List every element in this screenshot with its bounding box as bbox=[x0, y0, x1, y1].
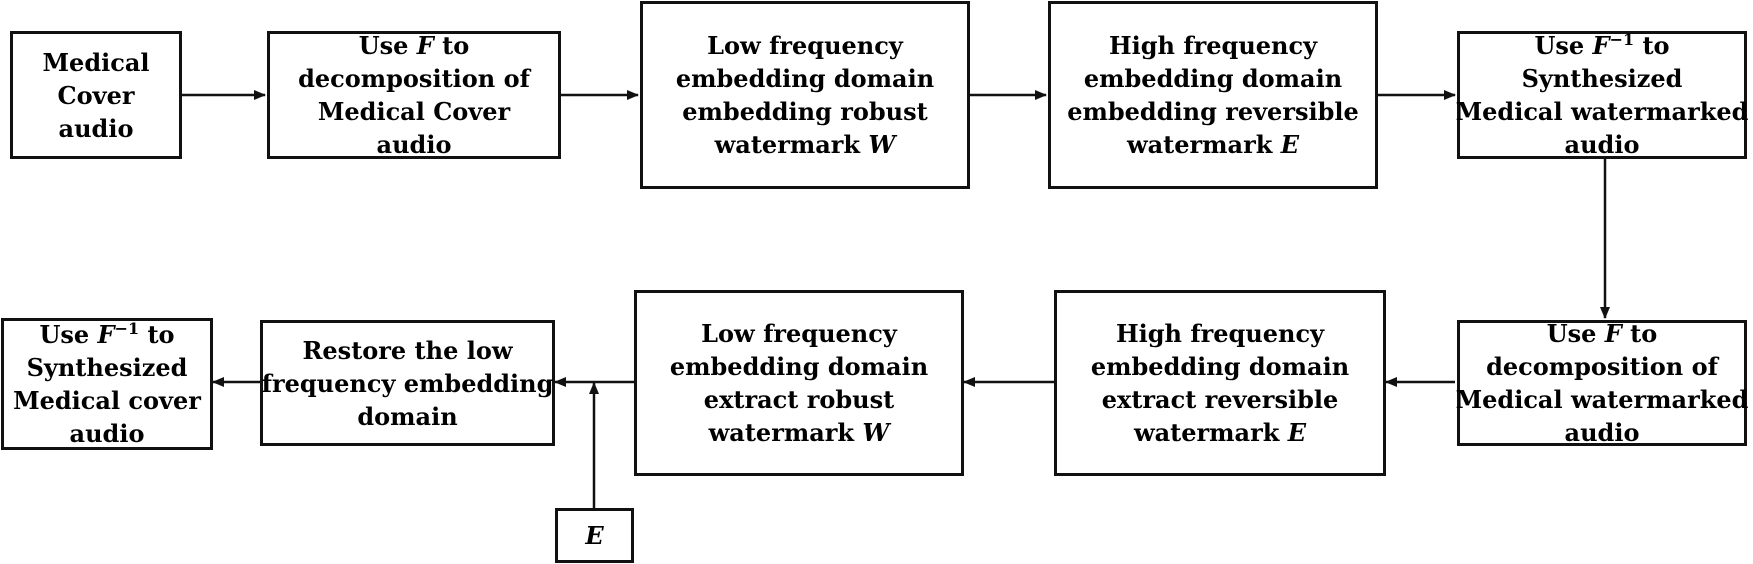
box-line-suffix: to bbox=[1634, 31, 1670, 60]
box-line: audio bbox=[69, 419, 145, 448]
inverse-transform-symbol: F bbox=[1592, 31, 1610, 60]
synthesize-watermarked-audio-box: Use F−1 to Synthesized Medical watermark… bbox=[1455, 29, 1749, 159]
box-line: embedding robust bbox=[682, 97, 928, 126]
medical-cover-audio-box: Medical Cover audio bbox=[10, 31, 182, 159]
low-frequency-embed-box: Low frequency embedding domain embedding… bbox=[640, 1, 970, 189]
box-line: watermark E bbox=[1127, 128, 1299, 161]
box-line: Medical Cover bbox=[317, 97, 511, 126]
transform-f-symbol: F bbox=[1604, 319, 1622, 348]
watermark-e-symbol: E bbox=[585, 521, 604, 550]
box-line-suffix: to bbox=[1621, 319, 1658, 348]
box-line: Low frequency bbox=[707, 31, 903, 60]
box-line: Synthesized bbox=[26, 353, 188, 382]
box-line: Use F−1 to bbox=[1534, 29, 1669, 62]
box-line-prefix: Use bbox=[39, 320, 98, 349]
box-line: audio bbox=[1564, 130, 1640, 159]
box-line: audio bbox=[58, 113, 134, 143]
box-line-prefix: watermark bbox=[708, 418, 863, 447]
box-line: Medical cover bbox=[13, 386, 201, 415]
box-line: extract reversible bbox=[1101, 385, 1339, 414]
decompose-cover-audio-box: Use F to decomposition of Medical Cover … bbox=[267, 31, 561, 159]
box-line: embedding reversible bbox=[1067, 97, 1359, 126]
box-line: decomposition of bbox=[1486, 352, 1718, 381]
box-line-prefix: watermark bbox=[714, 130, 869, 159]
box-line: embedding domain bbox=[675, 64, 935, 93]
box-line: E bbox=[585, 519, 603, 552]
box-line-prefix: Use bbox=[358, 31, 417, 60]
box-line: Cover bbox=[57, 80, 135, 110]
box-line: embedding domain bbox=[1083, 64, 1343, 93]
watermark-e-symbol: E bbox=[1287, 418, 1307, 447]
box-line: watermark E bbox=[1134, 416, 1306, 449]
synthesize-cover-audio-box: Use F−1 to Synthesized Medical cover aud… bbox=[1, 318, 213, 450]
transform-f-symbol: F bbox=[416, 31, 434, 60]
high-frequency-embed-box: High frequency embedding domain embeddin… bbox=[1048, 1, 1378, 189]
watermark-w-symbol: W bbox=[868, 130, 896, 159]
box-line: audio bbox=[376, 130, 452, 159]
box-line: Use F to bbox=[1547, 317, 1658, 350]
box-line: embedding domain bbox=[1090, 352, 1350, 381]
watermark-w-symbol: W bbox=[862, 418, 890, 447]
box-line: Use F to bbox=[359, 29, 470, 62]
box-line: extract robust bbox=[703, 385, 895, 414]
restore-low-frequency-box: Restore the low frequency embedding doma… bbox=[260, 320, 555, 446]
box-line: Medical watermarked bbox=[1455, 97, 1749, 126]
box-line: Use F−1 to bbox=[39, 318, 174, 351]
inverse-exponent: −1 bbox=[114, 319, 140, 338]
box-line: Medical watermarked bbox=[1455, 385, 1749, 414]
box-line: High frequency bbox=[1115, 319, 1325, 348]
box-line: decomposition of bbox=[298, 64, 530, 93]
box-line-prefix: Use bbox=[1534, 31, 1593, 60]
box-line: Restore the low bbox=[302, 335, 513, 365]
box-line-prefix: Use bbox=[1546, 319, 1605, 348]
low-frequency-extract-box: Low frequency embedding domain extract r… bbox=[634, 290, 964, 476]
box-line: Synthesized bbox=[1521, 64, 1683, 93]
box-line: Low frequency bbox=[701, 319, 897, 348]
box-line: frequency embedding bbox=[261, 368, 554, 398]
e-input-box: E bbox=[555, 508, 634, 563]
box-line: watermark W bbox=[709, 416, 890, 449]
high-frequency-extract-box: High frequency embedding domain extract … bbox=[1054, 290, 1386, 476]
box-line: watermark W bbox=[715, 128, 896, 161]
inverse-exponent: −1 bbox=[1609, 30, 1635, 49]
box-line-prefix: watermark bbox=[1133, 418, 1288, 447]
inverse-transform-symbol: F bbox=[97, 320, 115, 349]
watermark-e-symbol: E bbox=[1280, 130, 1300, 159]
box-line: embedding domain bbox=[669, 352, 929, 381]
box-line-suffix: to bbox=[139, 320, 175, 349]
box-line: audio bbox=[1564, 418, 1640, 447]
box-line: High frequency bbox=[1108, 31, 1318, 60]
decompose-watermarked-audio-box: Use F to decomposition of Medical waterm… bbox=[1455, 317, 1749, 447]
box-line: Medical bbox=[42, 47, 150, 77]
box-line-prefix: watermark bbox=[1126, 130, 1281, 159]
box-line-suffix: to bbox=[433, 31, 470, 60]
box-line: domain bbox=[357, 401, 458, 431]
